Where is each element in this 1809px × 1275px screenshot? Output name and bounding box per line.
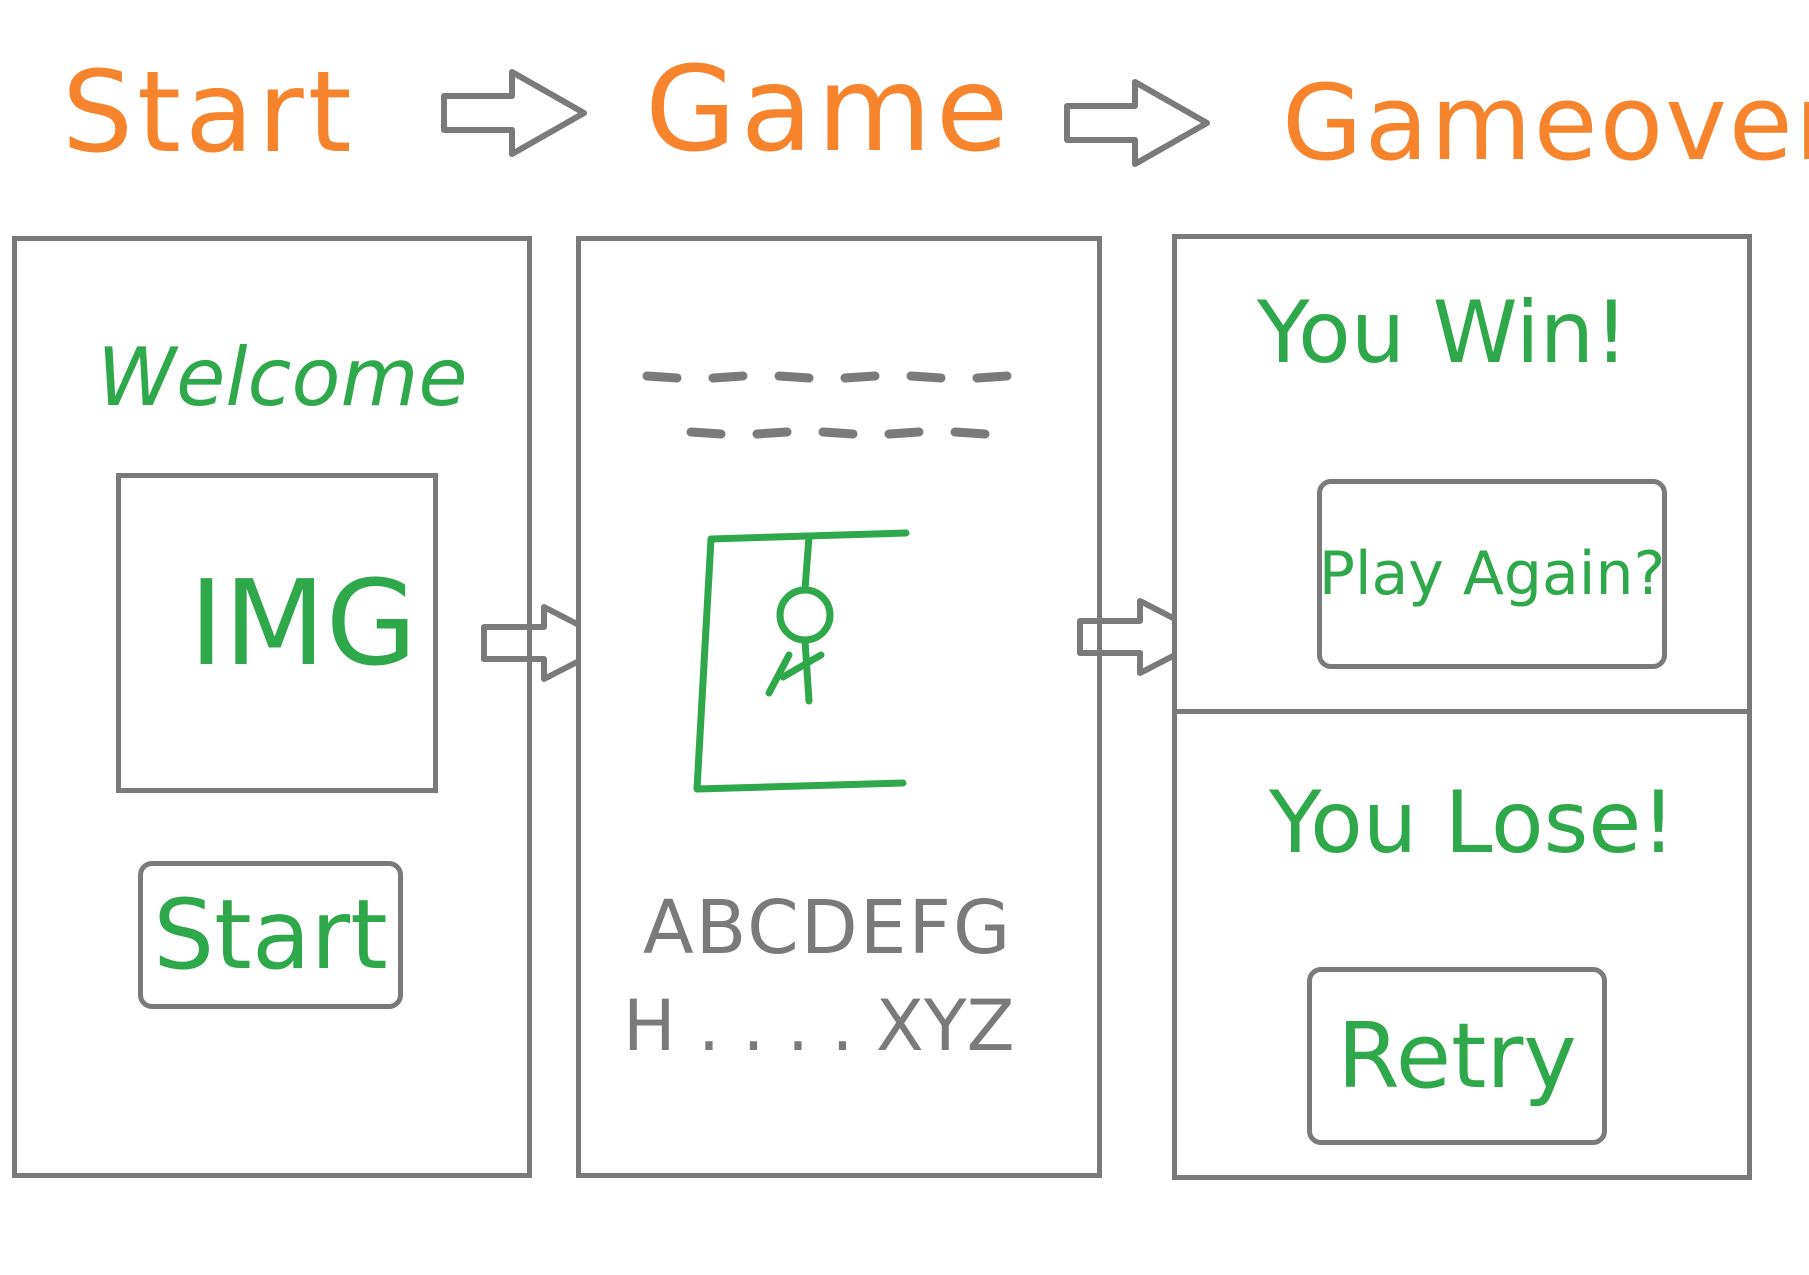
word-blank [818,427,858,439]
word-blank [884,427,924,439]
word-blank [774,371,814,383]
word-blank [840,371,880,383]
word-blank [708,371,748,383]
alphabet-row-2[interactable]: H . . . . XYZ [623,985,1015,1067]
word-blanks [642,371,1012,439]
stage-title-game: Game [645,40,1013,178]
start-button[interactable]: Start [138,861,403,1009]
title-arrow-1-icon [441,69,587,157]
word-blank [686,427,726,439]
stage-title-start: Start [62,48,356,178]
alphabet-row-1[interactable]: ABCDEFG [643,885,1013,971]
image-placeholder-label: IMG [189,554,418,692]
start-screen-panel: Welcome IMG Start [12,236,532,1178]
title-arrow-2-icon [1064,79,1210,167]
retry-button[interactable]: Retry [1307,967,1607,1145]
stage-title-gameover: Gameover [1282,62,1809,184]
image-placeholder: IMG [116,473,438,793]
lose-message: You Lose! [1269,773,1676,873]
word-blank [906,371,946,383]
word-blank [972,371,1012,383]
word-blanks-row-1 [642,371,1012,383]
win-lose-divider [1177,709,1747,714]
start-button-label: Start [153,879,388,991]
word-blank [950,427,990,439]
gameover-screen-panel: You Win! Play Again? You Lose! Retry [1172,234,1752,1180]
word-blank [642,371,682,383]
game-screen-panel: ABCDEFG H . . . . XYZ [576,236,1102,1178]
hangman-icon [693,529,910,793]
retry-button-label: Retry [1337,1003,1577,1109]
play-again-button-label: Play Again? [1318,539,1666,609]
welcome-heading: Welcome [97,331,468,424]
word-blanks-row-2 [686,427,990,439]
play-again-button[interactable]: Play Again? [1317,479,1667,669]
word-blank [752,427,792,439]
win-message: You Win! [1257,283,1629,383]
